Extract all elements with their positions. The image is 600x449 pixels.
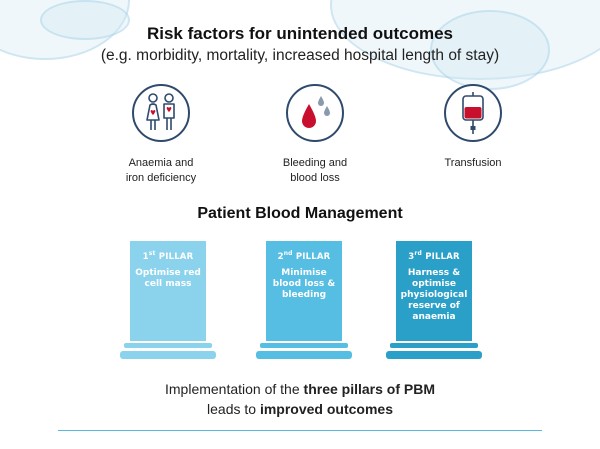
pillar-word: PILLAR <box>425 251 460 262</box>
pillar-3: 3rd PILLAR Harness & optimise physiologi… <box>386 241 482 359</box>
risk-factor-anaemia: Anaemia and iron deficiency <box>86 84 236 186</box>
risk-factor-transfusion: Transfusion <box>398 84 548 171</box>
pillar-ordinal: 2 <box>277 251 284 262</box>
implementation-statement: Implementation of the three pillars of P… <box>0 379 600 419</box>
pillar-column: 3rd PILLAR Harness & optimise physiologi… <box>396 241 472 341</box>
transfusion-bag-icon <box>444 84 502 142</box>
implementation-emphasis: three pillars of PBM <box>303 381 435 397</box>
page-title: Risk factors for unintended outcomes <box>146 24 454 43</box>
implementation-emphasis: improved outcomes <box>259 401 393 417</box>
implementation-text: Implementation of the <box>165 381 304 397</box>
pillar-base <box>124 343 212 348</box>
implementation-text: leads to <box>207 401 260 417</box>
implementation-line-2: leads to improved outcomes <box>0 399 600 419</box>
divider <box>58 430 542 431</box>
risk-label-line: Transfusion <box>444 157 502 169</box>
pillar-plinth <box>256 351 352 359</box>
pillar-1: 1st PILLAR Optimise red cell mass <box>120 241 216 359</box>
pillar-plinth <box>120 351 216 359</box>
pillar-ordinal: 3 <box>408 251 415 262</box>
risk-label-line: Anaemia and <box>128 157 194 169</box>
pillar-ordinal: 1 <box>142 251 149 262</box>
pillar-text: Harness & optimise physiological reserve… <box>400 267 468 322</box>
pillar-heading: 3rd PILLAR <box>396 250 472 262</box>
pillar-ordinal-suffix: st <box>148 250 156 257</box>
risk-label-line: blood loss <box>290 172 340 184</box>
risk-factor-label: Transfusion <box>398 156 548 171</box>
pbm-title: Patient Blood Management <box>197 205 403 222</box>
risk-label-line: iron deficiency <box>125 172 197 184</box>
implementation-line-1: Implementation of the three pillars of P… <box>0 379 600 399</box>
pillar-heading: 1st PILLAR <box>130 250 206 262</box>
risk-factor-label: Anaemia and iron deficiency <box>86 156 236 186</box>
pillar-word: PILLAR <box>295 251 331 262</box>
pillar-text: Minimise blood loss & bleeding <box>272 267 336 300</box>
pillar-word: PILLAR <box>158 251 194 262</box>
pillar-text: Optimise red cell mass <box>135 267 201 289</box>
risk-label-line: Bleeding and <box>282 157 348 169</box>
pillar-heading: 2nd PILLAR <box>266 250 342 262</box>
blood-drops-icon <box>286 84 344 142</box>
pillar-column: 2nd PILLAR Minimise blood loss & bleedin… <box>266 241 342 341</box>
risk-factor-bleeding: Bleeding and blood loss <box>240 84 390 186</box>
pillar-ordinal-suffix: rd <box>414 250 423 257</box>
pillar-plinth <box>386 351 482 359</box>
pillar-base <box>390 343 478 348</box>
pillar-base <box>260 343 348 348</box>
risk-factor-label: Bleeding and blood loss <box>240 156 390 186</box>
pillar-2: 2nd PILLAR Minimise blood loss & bleedin… <box>256 241 352 359</box>
pillar-ordinal-suffix: nd <box>283 250 293 257</box>
page-subtitle: (e.g. morbidity, mortality, increased ho… <box>100 47 500 64</box>
pillar-column: 1st PILLAR Optimise red cell mass <box>130 241 206 341</box>
people-heart-icon <box>132 84 190 142</box>
